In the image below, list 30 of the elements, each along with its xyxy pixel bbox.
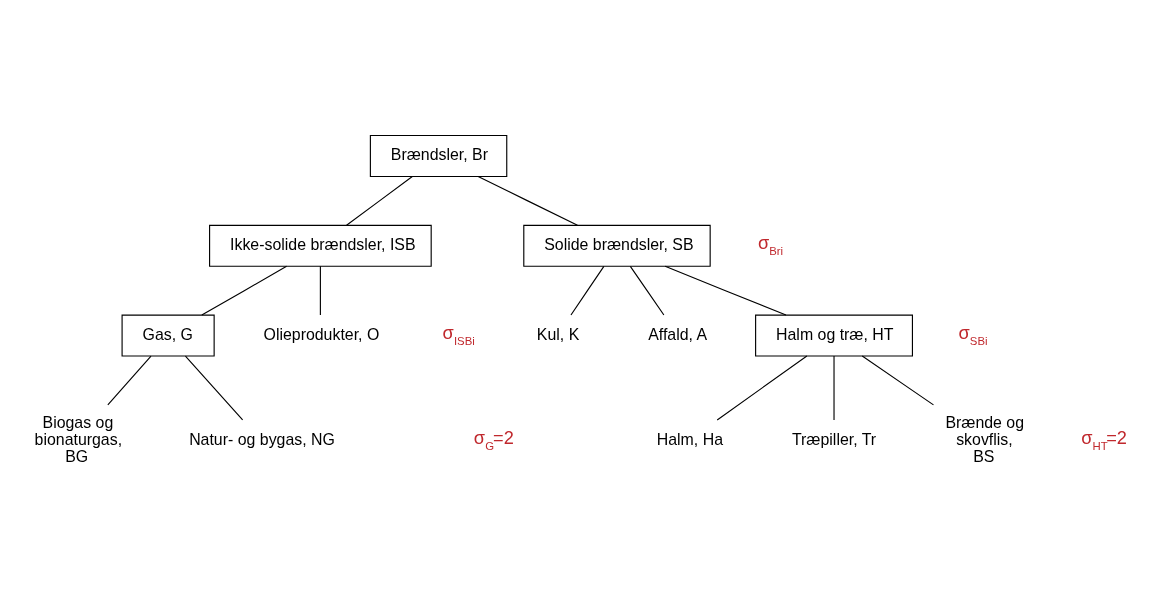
connector — [664, 265, 787, 316]
node-box: Halm og træ, HT — [755, 314, 913, 357]
node-text: Affald, A — [648, 325, 708, 343]
label: σ$_{G}$=2 — [473, 427, 514, 452]
node-box: Gas, G — [121, 314, 215, 357]
connector — [833, 355, 835, 421]
label: σ$_{ISBi}$ — [442, 322, 475, 347]
node-box: Brændsler, Br — [369, 135, 508, 177]
connector — [716, 355, 808, 421]
connector — [319, 265, 321, 316]
label: σ$_{Bri}$ — [757, 232, 784, 257]
label: σ$_{HT}$=2 — [1081, 427, 1127, 452]
connector — [570, 265, 605, 316]
node-text: Træpiller, Tr — [791, 430, 877, 448]
connector — [107, 355, 152, 406]
connector — [201, 265, 288, 316]
connector — [184, 355, 244, 421]
node-text: Halm, Ha — [656, 430, 723, 448]
connector — [346, 176, 413, 226]
label: σ$_{SBi}$ — [958, 322, 988, 347]
connector — [629, 265, 665, 316]
node-text: Biogas og bionaturgas, BG — [34, 413, 123, 465]
node-text: Kul, K — [536, 325, 580, 343]
node-text: Brænde og skovflis, BS — [945, 413, 1025, 465]
connector — [861, 355, 935, 406]
node-box: Ikke-solide brændsler, ISB — [209, 224, 432, 267]
node-text: Natur- og bygas, NG — [189, 430, 335, 448]
connector — [477, 176, 579, 226]
node-box: Solide brændsler, SB — [523, 224, 711, 267]
node-text: Olieprodukter, O — [263, 325, 380, 343]
